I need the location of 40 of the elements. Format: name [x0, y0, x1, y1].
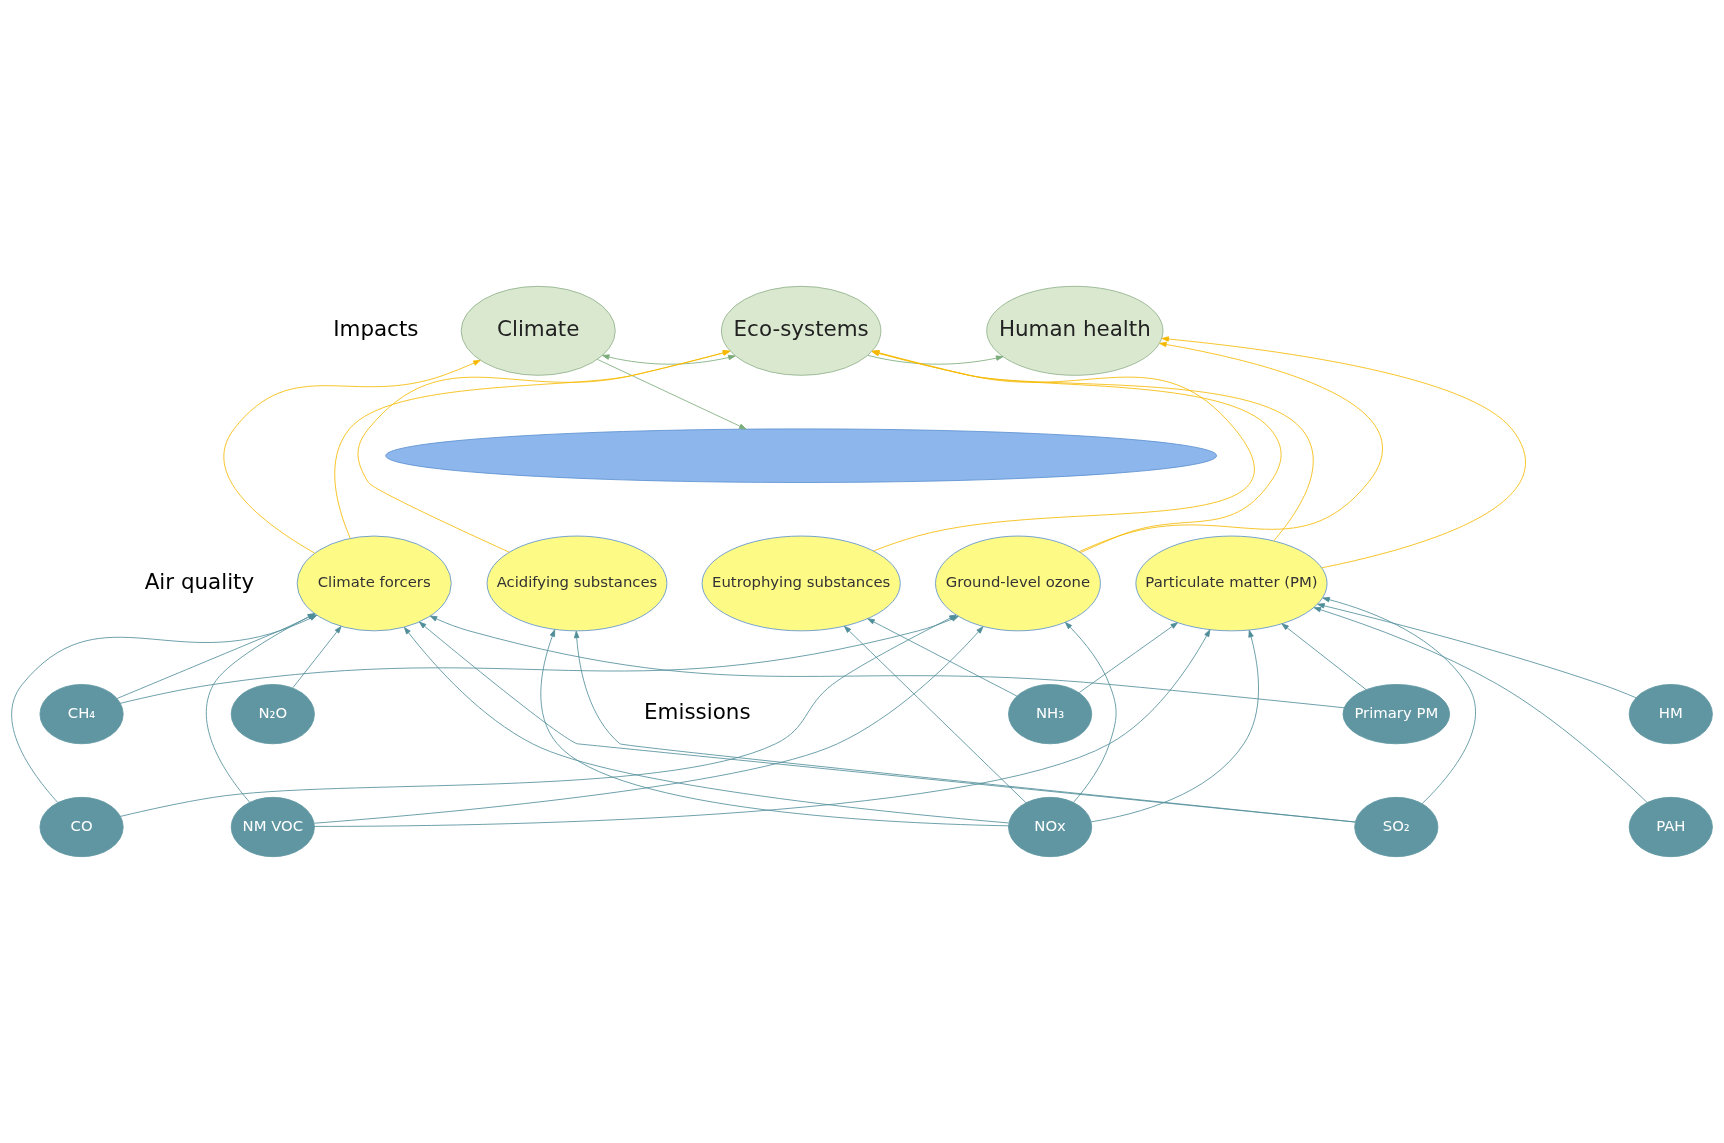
arrow [867, 618, 1018, 697]
node-ellipse: Human health [986, 285, 1164, 376]
node-ellipse: Climate [460, 285, 616, 376]
node-ellipse: SO₂ [1354, 796, 1439, 858]
node-ellipse: Primary PM [1342, 684, 1451, 745]
arrow [1064, 622, 1117, 803]
arrow [418, 621, 1356, 823]
arrow [573, 630, 1356, 823]
node-ellipse: Acidifying substances [486, 535, 668, 632]
node-ellipse: N₂O [230, 684, 315, 745]
arrow [314, 629, 1211, 827]
arrow [1317, 603, 1637, 699]
arrow [1161, 336, 1526, 569]
node-cloud [385, 428, 1218, 483]
arrow [1078, 622, 1178, 693]
node-ellipse: CO [39, 796, 124, 858]
arrow [403, 626, 1009, 824]
arrow [602, 354, 736, 365]
arrow [205, 613, 315, 803]
node-ellipse: NOx [1008, 796, 1093, 858]
arrow [292, 626, 342, 689]
arrow [597, 358, 747, 430]
node-ellipse: NH₃ [1008, 684, 1093, 745]
arrow [1078, 341, 1383, 552]
arrow [540, 629, 1009, 827]
label: Impacts [333, 316, 419, 341]
arrow [223, 359, 481, 554]
arrow [1322, 597, 1476, 805]
node-ellipse: CH₄ [39, 684, 124, 745]
label: Emissions [644, 699, 751, 725]
label: Air quality [144, 568, 255, 594]
arrow [867, 355, 1004, 365]
arrow [843, 625, 1027, 804]
arrow [1281, 623, 1367, 691]
arrow [1090, 629, 1259, 823]
node-ellipse: PAH [1628, 796, 1713, 858]
node-ellipse: NM VOC [230, 796, 315, 858]
node-ellipse: HM [1628, 684, 1713, 745]
arrow [313, 626, 984, 824]
arrow [1313, 607, 1648, 803]
